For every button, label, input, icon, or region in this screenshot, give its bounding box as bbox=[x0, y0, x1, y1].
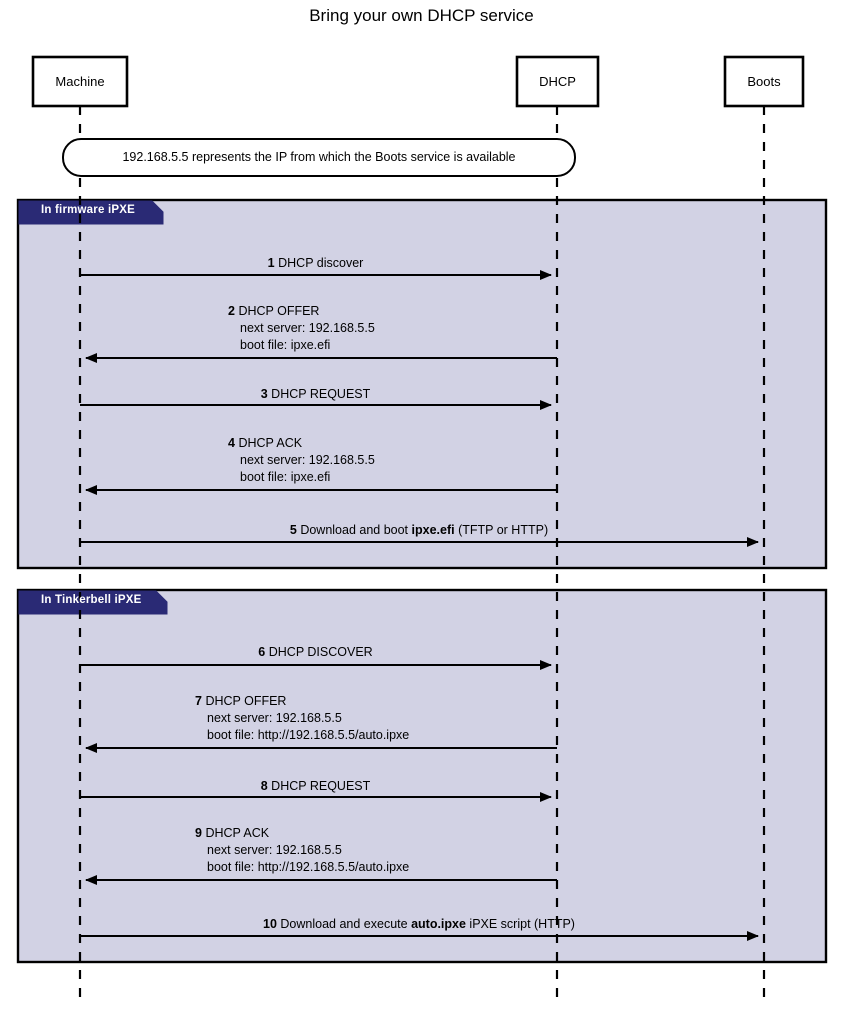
actor-label-dhcp: DHCP bbox=[539, 74, 576, 89]
fragment-in-tinkerbell-ipxe bbox=[16, 588, 828, 964]
message-seq-3: 3 bbox=[260, 387, 268, 401]
message-seq-6: 6 bbox=[258, 645, 266, 659]
message-seq-1: 1 bbox=[267, 256, 275, 270]
message-label-6: 6 DHCP DISCOVER bbox=[80, 646, 551, 659]
fragment-label-1: In firmware iPXE bbox=[41, 204, 135, 216]
message-label-1: 1 DHCP discover bbox=[80, 257, 551, 270]
message-text-8: DHCP REQUEST bbox=[271, 779, 371, 793]
message-subline-2-1: boot file: ipxe.efi bbox=[240, 338, 331, 352]
actor-label-boots: Boots bbox=[747, 74, 781, 89]
fragment-label-tab bbox=[18, 200, 164, 225]
message-text-5-strong: ipxe.efi bbox=[411, 523, 455, 537]
message-subline-9-1: boot file: http://192.168.5.5/auto.ipxe bbox=[207, 860, 410, 874]
message-text-6: DHCP DISCOVER bbox=[268, 645, 373, 659]
message-text-5-post: (TFTP or HTTP) bbox=[454, 523, 549, 537]
fragment-body bbox=[16, 588, 828, 964]
messages-fragment-1 bbox=[80, 270, 759, 547]
message-subline-7-1: boot file: http://192.168.5.5/auto.ipxe bbox=[207, 728, 410, 742]
actor-box-dhcp[interactable] bbox=[515, 55, 600, 108]
message-text-3: DHCP REQUEST bbox=[271, 387, 371, 401]
message-text-2: DHCP OFFER bbox=[238, 304, 320, 318]
message-text-10-pre: Download and execute bbox=[280, 917, 412, 931]
note-bubble bbox=[62, 138, 576, 177]
message-seq-5: 5 bbox=[289, 523, 297, 537]
message-subline-4-0: next server: 192.168.5.5 bbox=[240, 453, 375, 467]
actor-boxes bbox=[31, 55, 805, 108]
message-seq-9: 9 bbox=[195, 826, 202, 840]
message-seq-4: 4 bbox=[228, 436, 235, 450]
message-text-5-pre: Download and boot bbox=[300, 523, 412, 537]
message-text-7: DHCP OFFER bbox=[205, 694, 287, 708]
fragment-in-firmware-ipxe bbox=[16, 198, 828, 570]
message-seq-7: 7 bbox=[195, 694, 202, 708]
note-text: 192.168.5.5 represents the IP from which… bbox=[122, 150, 516, 164]
message-subline-2-0: next server: 192.168.5.5 bbox=[240, 321, 375, 335]
message-subline-9-0: next server: 192.168.5.5 bbox=[207, 843, 342, 857]
message-subline-4-1: boot file: ipxe.efi bbox=[240, 470, 331, 484]
message-text-10-strong: auto.ipxe bbox=[411, 917, 466, 931]
message-label-3: 3 DHCP REQUEST bbox=[80, 388, 551, 401]
message-text-4: DHCP ACK bbox=[238, 436, 303, 450]
note-shape bbox=[62, 138, 576, 177]
message-subline-7-0: next server: 192.168.5.5 bbox=[207, 711, 342, 725]
message-label-8: 8 DHCP REQUEST bbox=[80, 780, 551, 793]
message-text-1: DHCP discover bbox=[278, 256, 364, 270]
message-seq-8: 8 bbox=[260, 779, 268, 793]
message-seq-2: 2 bbox=[228, 304, 235, 318]
actor-label-machine: Machine bbox=[55, 74, 105, 89]
message-text-9: DHCP ACK bbox=[205, 826, 270, 840]
fragment-label-2: In Tinkerbell iPXE bbox=[41, 594, 142, 606]
fragment-body bbox=[16, 198, 828, 570]
message-seq-10: 10 bbox=[263, 917, 277, 931]
lifelines bbox=[78, 106, 766, 1000]
message-label-5: 5 Download and boot ipxe.efi (TFTP or HT… bbox=[80, 524, 758, 537]
message-text-10-post: iPXE script (HTTP) bbox=[465, 917, 575, 931]
message-label-10: 10 Download and execute auto.ipxe iPXE s… bbox=[80, 918, 758, 931]
fragment-label-tab bbox=[18, 590, 168, 615]
page-title: Bring your own DHCP service bbox=[309, 6, 534, 25]
messages-fragment-2 bbox=[80, 660, 759, 941]
actor-box-boots[interactable] bbox=[723, 55, 805, 108]
actor-box-machine[interactable] bbox=[31, 55, 129, 108]
